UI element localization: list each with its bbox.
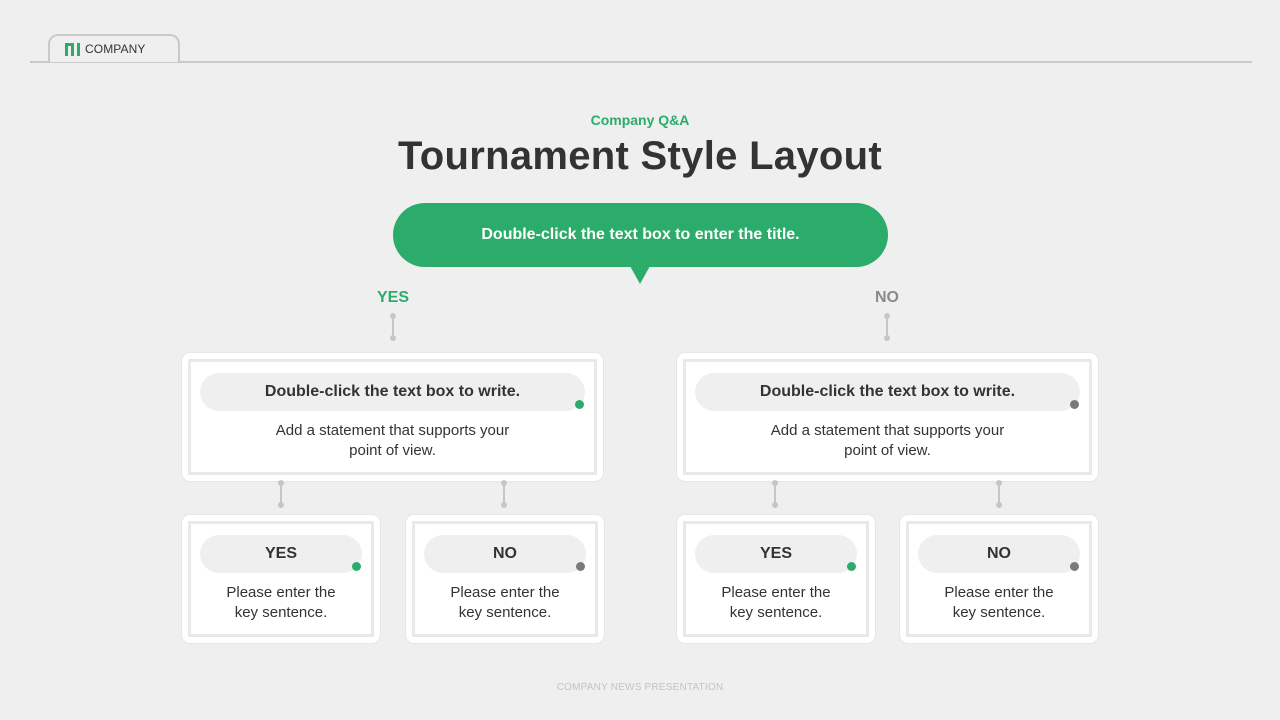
status-dot-icon <box>576 562 585 571</box>
card-left[interactable]: Double-click the text box to write. Add … <box>182 353 603 481</box>
card-right-heading[interactable]: Double-click the text box to write. <box>695 373 1080 411</box>
footer-text: COMPANY NEWS PRESENTATION <box>556 682 724 693</box>
connector-no <box>884 313 890 341</box>
sub-card-body-line2: key sentence. <box>458 604 552 621</box>
card-right-body-line1: Add a statement that supports your <box>770 422 1005 439</box>
status-dot-icon <box>575 400 584 409</box>
status-dot-icon <box>847 562 856 571</box>
sub-card-body: Please enter the key sentence. <box>900 583 1098 623</box>
connector-right-no <box>996 480 1002 508</box>
card-left-heading[interactable]: Double-click the text box to write. <box>200 373 585 411</box>
sub-card-body: Please enter the key sentence. <box>182 583 380 623</box>
sub-card-heading[interactable]: YES <box>200 535 362 573</box>
card-left-body: Add a statement that supports your point… <box>182 421 603 461</box>
sub-card-4[interactable]: NO Please enter the key sentence. <box>900 515 1098 643</box>
card-right-body-line2: point of view. <box>844 442 931 459</box>
sub-card-heading[interactable]: NO <box>918 535 1080 573</box>
status-dot-icon <box>1070 562 1079 571</box>
card-right[interactable]: Double-click the text box to write. Add … <box>677 353 1098 481</box>
connector-yes <box>390 313 396 341</box>
sub-card-body-line2: key sentence. <box>234 604 328 621</box>
sub-card-body-line1: Please enter the <box>944 584 1054 601</box>
sub-card-body: Please enter the key sentence. <box>406 583 604 623</box>
card-left-body-line2: point of view. <box>349 442 436 459</box>
sub-card-heading[interactable]: NO <box>424 535 586 573</box>
slide-kicker: Company Q&A <box>590 112 690 128</box>
sub-card-2[interactable]: NO Please enter the key sentence. <box>406 515 604 643</box>
sub-card-1[interactable]: YES Please enter the key sentence. <box>182 515 380 643</box>
title-pill[interactable]: Double-click the text box to enter the t… <box>393 203 888 267</box>
connector-left-yes <box>278 480 284 508</box>
connector-left-no <box>501 480 507 508</box>
card-right-body: Add a statement that supports your point… <box>677 421 1098 461</box>
sub-card-body-line2: key sentence. <box>952 604 1046 621</box>
header-divider <box>30 61 1252 63</box>
branch-label-no: NO <box>875 289 899 306</box>
sub-card-body-line1: Please enter the <box>226 584 336 601</box>
card-left-body-line1: Add a statement that supports your <box>275 422 510 439</box>
status-dot-icon <box>1070 400 1079 409</box>
sub-card-heading[interactable]: YES <box>695 535 857 573</box>
sub-card-3[interactable]: YES Please enter the key sentence. <box>677 515 875 643</box>
company-tab: COMPANY <box>48 34 180 62</box>
slide-title: Tournament Style Layout <box>398 134 882 178</box>
sub-card-body-line1: Please enter the <box>721 584 831 601</box>
pill-pointer <box>630 266 650 284</box>
connector-right-yes <box>772 480 778 508</box>
sub-card-body-line1: Please enter the <box>450 584 560 601</box>
branch-label-yes: YES <box>376 289 409 306</box>
company-label: COMPANY <box>85 42 146 56</box>
status-dot-icon <box>352 562 361 571</box>
sub-card-body-line2: key sentence. <box>729 604 823 621</box>
sub-card-body: Please enter the key sentence. <box>677 583 875 623</box>
company-logo-icon <box>65 42 80 56</box>
